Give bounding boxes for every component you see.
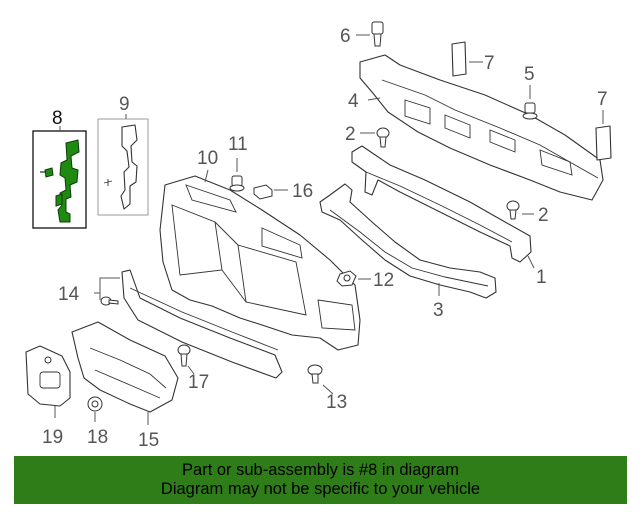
callout-14: 16	[292, 181, 313, 202]
part-17-bolt[interactable]	[177, 344, 191, 367]
callout-4: 4	[348, 91, 359, 112]
part-9[interactable]	[97, 118, 149, 216]
callout-11: 11	[228, 134, 248, 155]
callout-5: 5	[524, 64, 535, 85]
callout-16: 15	[138, 430, 159, 451]
part-16-deflector[interactable]	[71, 321, 179, 413]
part-4-upper-shield[interactable]	[359, 54, 604, 201]
callout-7b: 7	[597, 89, 608, 110]
part-11-bolt[interactable]	[229, 175, 245, 192]
callout-3: 3	[433, 300, 444, 321]
callout-12: 12	[373, 270, 394, 291]
callout-10: 10	[197, 148, 218, 169]
part-14-clip[interactable]	[253, 184, 273, 200]
banner-line-2: Diagram may not be specific to your vehi…	[160, 480, 481, 498]
banner-line-1: Part or sub-assembly is #8 in diagram	[182, 461, 459, 479]
part-18-grommet[interactable]	[87, 396, 103, 412]
part-7-pad-left[interactable]	[451, 41, 467, 77]
callout-9: 9	[119, 94, 130, 115]
callout-1: 1	[536, 267, 547, 288]
callout-8: 8	[52, 108, 63, 129]
callout-15: 14	[58, 284, 80, 305]
part-1-upper-rail[interactable]	[351, 145, 532, 263]
parts-diagram: 8 9 10 11 16 4	[25, 21, 612, 451]
part-15-lower-strip[interactable]	[100, 269, 283, 379]
part-6-bolt[interactable]	[371, 21, 384, 47]
callout-17: 17	[188, 372, 209, 393]
callout-2b: 2	[538, 205, 549, 226]
info-banner: Part or sub-assembly is #8 in diagram Di…	[14, 456, 627, 504]
part-3-lower-rail[interactable]	[319, 183, 497, 299]
callout-19: 19	[42, 427, 63, 448]
callout-13: 13	[326, 392, 347, 413]
part-2-bolt-upper[interactable]	[376, 127, 390, 148]
part-5-bolt[interactable]	[522, 102, 538, 120]
callout-18: 18	[87, 427, 108, 448]
part-13-bolt[interactable]	[307, 364, 323, 384]
callout-6: 6	[340, 26, 351, 47]
part-8-inset[interactable]	[32, 130, 87, 229]
part-10-radiator-support[interactable]	[159, 175, 361, 351]
part-7-pad-right[interactable]	[595, 125, 612, 161]
part-2-bolt-lower[interactable]	[506, 200, 520, 220]
part-19-bracket[interactable]	[25, 345, 71, 407]
part-12-nut[interactable]	[336, 270, 357, 287]
callout-7a: 7	[484, 53, 495, 74]
callout-2a: 2	[345, 124, 356, 145]
